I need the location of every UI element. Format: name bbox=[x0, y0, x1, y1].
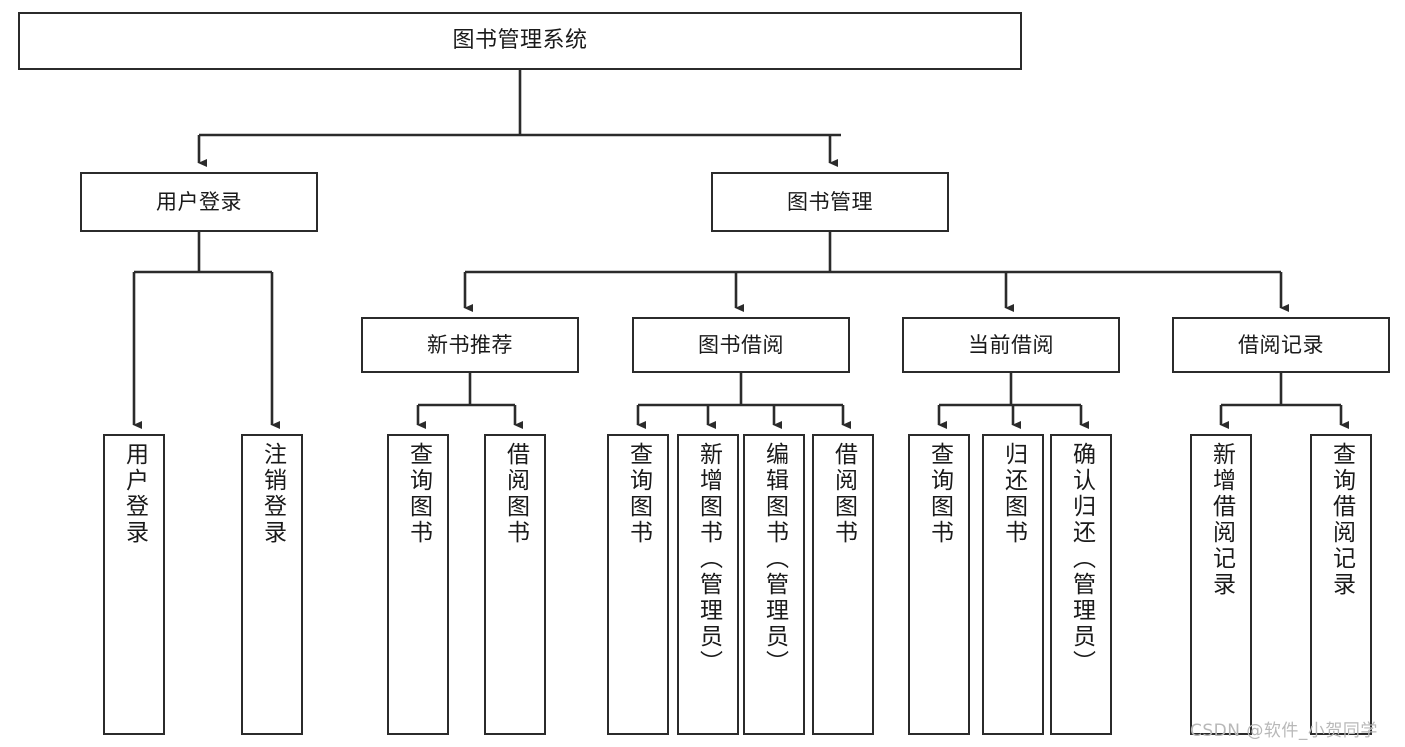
node-new-book-recommend-label: 新书推荐 bbox=[427, 332, 513, 357]
leaf-edit-book-admin[interactable]: 编辑图书（管理员） bbox=[743, 434, 805, 735]
node-new-book-recommend[interactable]: 新书推荐 bbox=[361, 317, 579, 373]
leaf-borrow-book-newbook-label: 借阅图书 bbox=[502, 442, 529, 546]
csdn-watermark: CSDN @软件_小贺同学 bbox=[1190, 721, 1378, 741]
leaf-edit-book-admin-label: 编辑图书（管理员） bbox=[761, 442, 788, 676]
node-borrow-record-label: 借阅记录 bbox=[1238, 332, 1324, 357]
leaf-return-book[interactable]: 归还图书 bbox=[982, 434, 1044, 735]
leaf-query-book-current[interactable]: 查询图书 bbox=[908, 434, 970, 735]
leaf-confirm-return-admin-label: 确认归还（管理员） bbox=[1068, 442, 1095, 676]
leaf-query-book-borrow[interactable]: 查询图书 bbox=[607, 434, 669, 735]
leaf-query-book-newbook[interactable]: 查询图书 bbox=[387, 434, 449, 735]
node-current-borrow[interactable]: 当前借阅 bbox=[902, 317, 1120, 373]
leaf-add-borrow-record-label: 新增借阅记录 bbox=[1208, 442, 1235, 598]
leaf-query-book-newbook-label: 查询图书 bbox=[405, 442, 432, 546]
leaf-user-login-label: 用户登录 bbox=[121, 442, 148, 546]
node-book-management[interactable]: 图书管理 bbox=[711, 172, 949, 232]
leaf-query-book-current-label: 查询图书 bbox=[926, 442, 953, 546]
leaf-add-borrow-record[interactable]: 新增借阅记录 bbox=[1190, 434, 1252, 735]
node-book-borrow[interactable]: 图书借阅 bbox=[632, 317, 850, 373]
leaf-query-borrow-record[interactable]: 查询借阅记录 bbox=[1310, 434, 1372, 735]
leaf-query-borrow-record-label: 查询借阅记录 bbox=[1328, 442, 1355, 598]
node-user-login-label: 用户登录 bbox=[156, 189, 242, 214]
node-borrow-record[interactable]: 借阅记录 bbox=[1172, 317, 1390, 373]
leaf-borrow-book-borrow[interactable]: 借阅图书 bbox=[812, 434, 874, 735]
node-book-borrow-label: 图书借阅 bbox=[698, 332, 784, 357]
leaf-query-book-borrow-label: 查询图书 bbox=[625, 442, 652, 546]
node-current-borrow-label: 当前借阅 bbox=[968, 332, 1054, 357]
node-root-label: 图书管理系统 bbox=[452, 28, 588, 54]
leaf-user-login[interactable]: 用户登录 bbox=[103, 434, 165, 735]
leaf-add-book-admin[interactable]: 新增图书（管理员） bbox=[677, 434, 739, 735]
node-book-management-label: 图书管理 bbox=[787, 189, 873, 214]
leaf-user-logout-label: 注销登录 bbox=[259, 442, 286, 546]
node-root[interactable]: 图书管理系统 bbox=[18, 12, 1022, 70]
leaf-add-book-admin-label: 新增图书（管理员） bbox=[695, 442, 722, 676]
leaf-confirm-return-admin[interactable]: 确认归还（管理员） bbox=[1050, 434, 1112, 735]
leaf-borrow-book-newbook[interactable]: 借阅图书 bbox=[484, 434, 546, 735]
leaf-return-book-label: 归还图书 bbox=[1000, 442, 1027, 546]
leaf-borrow-book-borrow-label: 借阅图书 bbox=[830, 442, 857, 546]
leaf-user-logout[interactable]: 注销登录 bbox=[241, 434, 303, 735]
node-user-login[interactable]: 用户登录 bbox=[80, 172, 318, 232]
